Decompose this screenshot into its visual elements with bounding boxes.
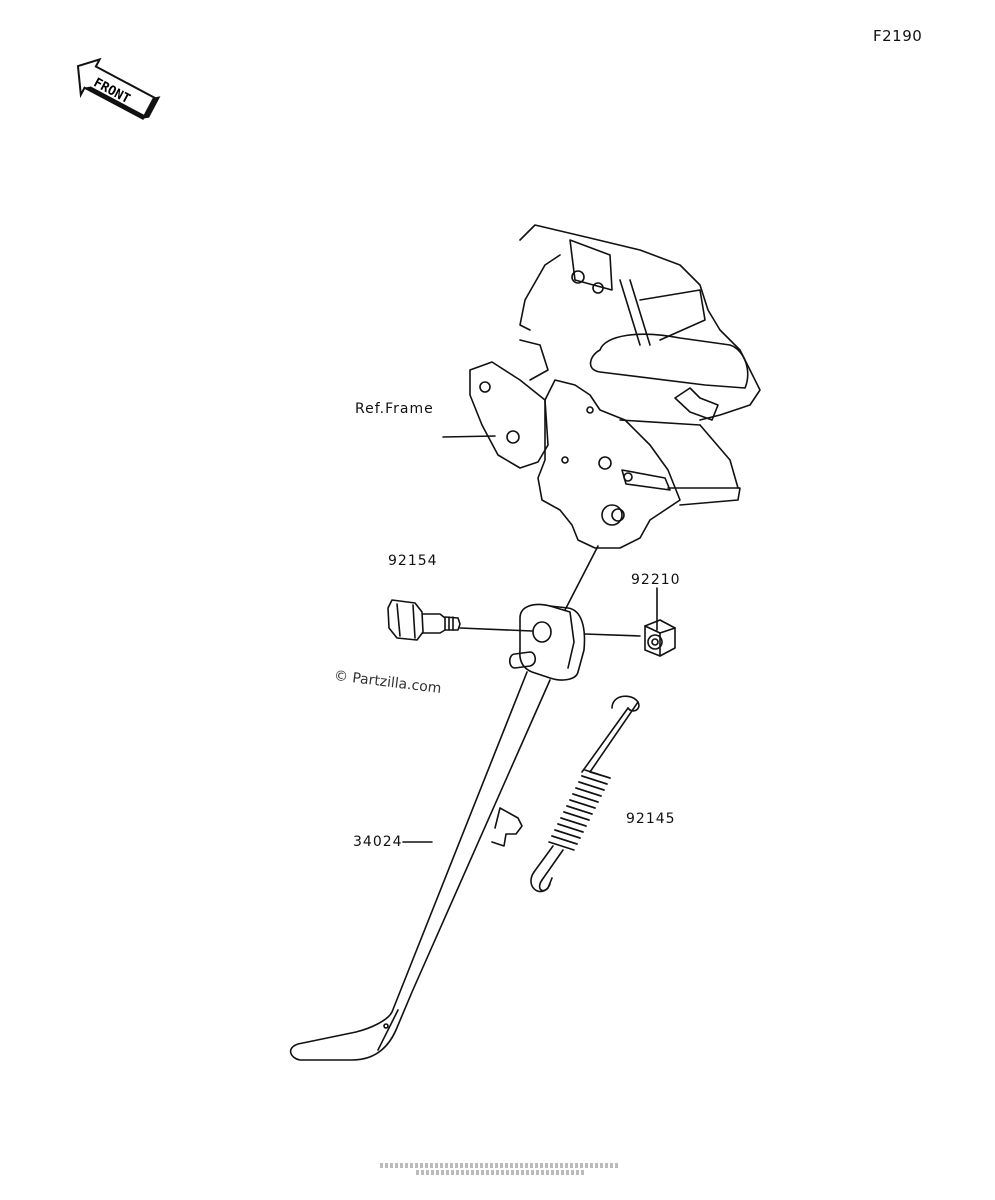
figure-code: F2190: [873, 27, 923, 45]
footer-fine-print: [380, 1163, 620, 1175]
frame-drawing: [469, 224, 761, 549]
ref-frame-label: Ref.Frame: [355, 401, 434, 417]
bolt-92154: [387, 599, 461, 641]
part-34024-label: 34024: [353, 834, 403, 850]
part-92210-label: 92210: [631, 572, 681, 588]
part-92154-label: 92154: [388, 553, 438, 569]
side-stand-34024: [289, 603, 586, 1061]
part-92145-label: 92145: [626, 811, 676, 827]
nut-92210: [644, 619, 676, 657]
front-direction-arrow-icon: FRONT: [64, 52, 164, 132]
spring-92145: [530, 695, 640, 893]
